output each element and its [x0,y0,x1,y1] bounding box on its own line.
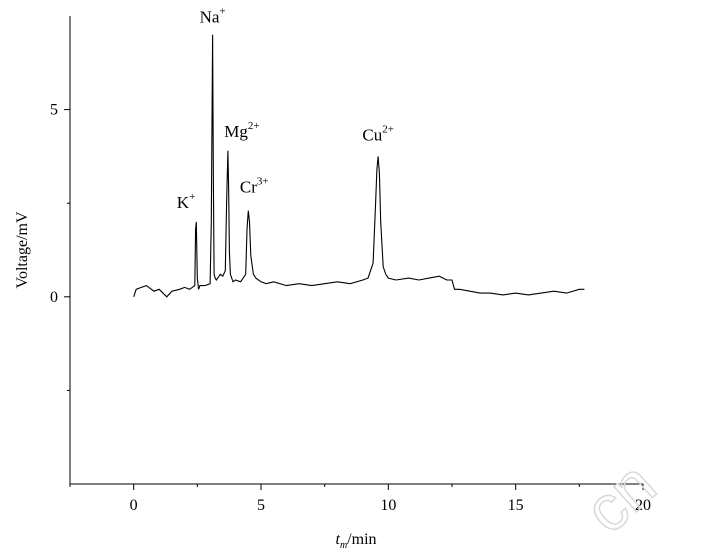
x-axis-label-symbol: t [335,531,340,548]
peak-label-charge: 3+ [257,176,269,188]
peak-label-charge: 2+ [382,123,394,135]
peak-label-ion: Na [200,8,220,27]
peak-label-na: Na+ [200,6,226,27]
y-axis-label: Voltage/mV [14,211,31,288]
y-tick-label: 0 [50,289,58,306]
watermark-logo: cn [571,448,669,547]
peak-label-charge: 2+ [248,120,260,132]
x-axis-label-subscript: m [340,540,347,551]
peak-label-k: K+ [177,191,196,212]
peak-label-ion: K [177,193,190,212]
peak-label-charge: + [219,6,225,18]
x-tick-label: 10 [380,497,396,514]
peak-labels: K+Na+Mg2+Cr3+Cu2+ [177,6,394,212]
x-axis-label-unit: /min [347,531,376,548]
peak-label-ion: Cu [362,125,382,144]
peak-label-cr: Cr3+ [240,176,269,197]
x-axis-label: tm/min [335,531,376,551]
x-tick-label: 20 [635,497,651,514]
peak-label-mg: Mg2+ [224,120,259,141]
series-line [133,34,585,298]
x-tick-label: 0 [130,497,138,514]
y-tick-label: 5 [50,102,58,119]
ticks: 0 5 10 15 20 0 5 [50,102,651,514]
axes [69,16,643,485]
peak-label-ion: Cr [240,178,257,197]
x-tick-label: 15 [508,497,524,514]
peak-label-charge: + [189,191,195,203]
x-tick-label: 5 [257,497,265,514]
peak-label-cu: Cu2+ [362,123,394,144]
peak-label-ion: Mg [224,122,248,141]
